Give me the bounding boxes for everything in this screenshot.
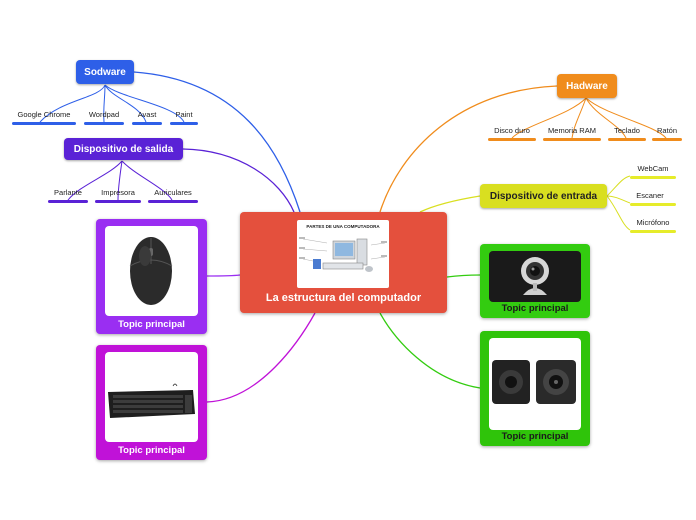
leaf-microfono[interactable]: Micrófono <box>636 218 670 227</box>
leaf-webcam[interactable]: WebCam <box>637 164 669 173</box>
computer-parts-image: PARTES DE UNA COMPUTADORA <box>297 220 389 288</box>
webcam-icon <box>521 257 549 295</box>
salida-label: Dispositivo de salida <box>73 143 174 155</box>
leaf-underline <box>132 122 162 125</box>
salida-node[interactable]: Dispositivo de salida <box>64 138 183 160</box>
sodware-label: Sodware <box>84 66 126 78</box>
topic-card-label: Topic principal <box>118 445 185 456</box>
leaf-wordpad[interactable]: Wordpad <box>88 110 120 119</box>
leaf-underline <box>543 138 601 141</box>
topic-card-speakers[interactable]: Topic principal <box>480 331 590 446</box>
computer-icon <box>299 237 387 272</box>
central-topic-title: La estructura del computador <box>265 292 422 304</box>
leaf-disco-duro[interactable]: Disco duro <box>494 126 530 135</box>
central-topic[interactable]: PARTES DE UNA COMPUTADORA La estructura … <box>240 212 447 313</box>
leaf-underline <box>12 122 76 125</box>
leaf-memoria-ram[interactable]: Memoria RAM <box>548 126 596 135</box>
leaf-underline <box>608 138 646 141</box>
mouse-icon <box>129 237 173 305</box>
leaf-auriculares[interactable]: Auriculares <box>154 188 192 197</box>
topic-card-webcam[interactable]: Topic principal <box>480 244 590 318</box>
leaf-underline <box>48 200 88 203</box>
leaf-parlante[interactable]: Parlante <box>54 188 82 197</box>
hadware-label: Hadware <box>566 80 608 92</box>
leaf-underline <box>148 200 198 203</box>
topic-card-mouse[interactable]: Topic principal <box>96 219 207 334</box>
leaf-underline <box>84 122 124 125</box>
topic-card-label: Topic principal <box>501 431 569 442</box>
leaf-impresora[interactable]: Impresora <box>101 188 135 197</box>
topic-card-label: Topic principal <box>501 303 569 314</box>
leaf-raton[interactable]: Ratón <box>656 126 677 135</box>
sodware-node[interactable]: Sodware <box>76 60 134 84</box>
hadware-node[interactable]: Hadware <box>557 74 617 98</box>
entrada-node[interactable]: Dispositivo de entrada <box>480 184 607 208</box>
keyboard-icon <box>108 383 195 418</box>
leaf-teclado[interactable]: Teclado <box>614 126 640 135</box>
leaf-google-chrome[interactable]: Google Chrome <box>17 110 71 119</box>
leaf-avast[interactable]: Avast <box>137 110 157 119</box>
leaf-underline <box>652 138 682 141</box>
leaf-underline <box>488 138 536 141</box>
computer-parts-image-title: PARTES DE UNA COMPUTADORA <box>306 224 380 229</box>
leaf-paint[interactable]: Paint <box>175 110 193 119</box>
leaf-underline <box>630 203 676 206</box>
leaf-escaner[interactable]: Escaner <box>636 191 664 200</box>
speakers-icon <box>492 360 576 404</box>
leaf-underline <box>630 176 676 179</box>
leaf-underline <box>630 230 676 233</box>
topic-card-keyboard[interactable]: Topic principal <box>96 345 207 460</box>
topic-card-label: Topic principal <box>118 319 185 330</box>
leaf-underline <box>95 200 141 203</box>
leaf-underline <box>170 122 198 125</box>
entrada-label: Dispositivo de entrada <box>489 190 598 202</box>
